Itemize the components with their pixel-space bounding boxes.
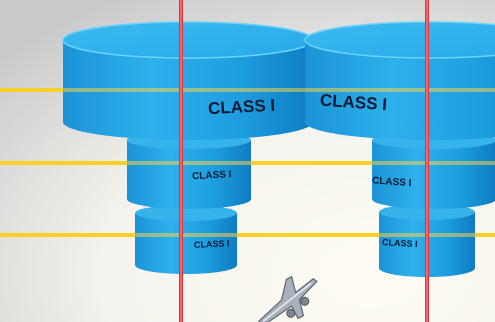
- left-middle-tier: [127, 131, 251, 209]
- label-left-mid: CLASS I: [192, 169, 232, 182]
- right-middle-tier: [372, 131, 495, 209]
- right-top-tier: [305, 22, 495, 140]
- label-right-bottom: CLASS I: [382, 237, 418, 249]
- left-top-tier: [63, 22, 313, 140]
- label-left-bottom: CLASS I: [194, 238, 230, 250]
- label-left-top: CLASS I: [208, 96, 276, 118]
